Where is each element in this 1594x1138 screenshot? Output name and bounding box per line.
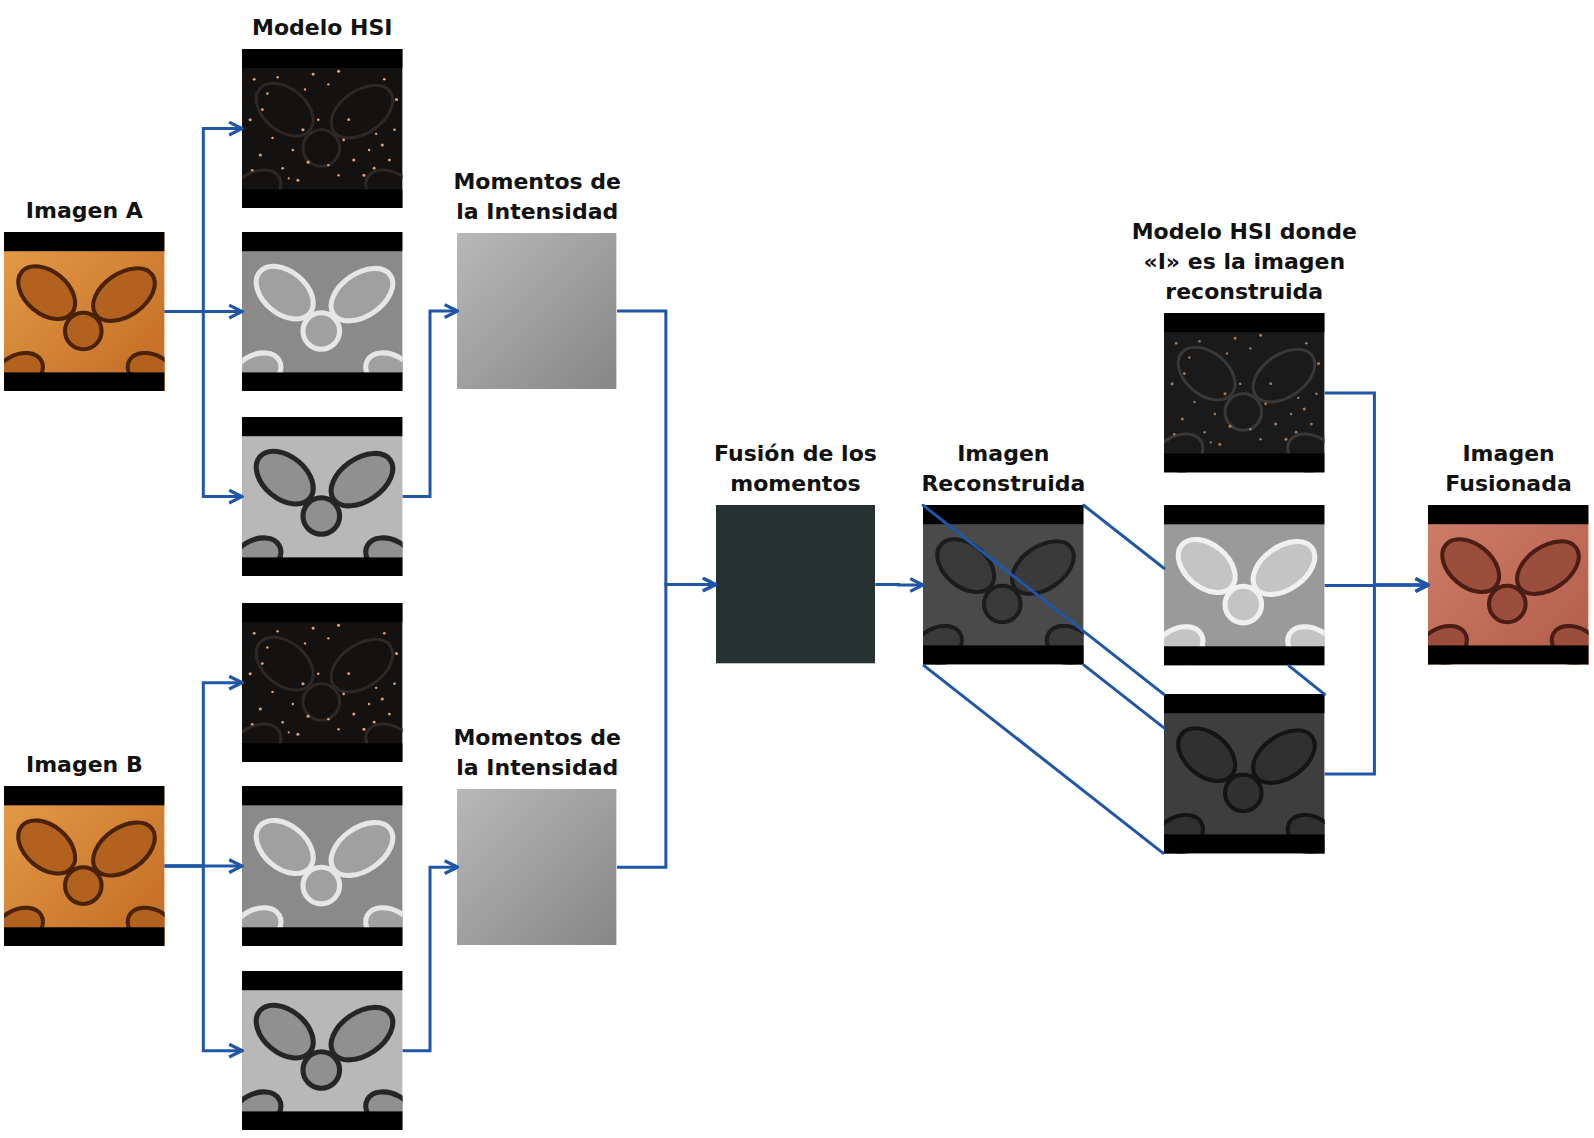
projection-line <box>1084 505 1164 568</box>
tile-image <box>242 971 403 1131</box>
tile-heading: Imagen Reconstruida <box>920 439 1087 499</box>
projection-line <box>923 505 1164 694</box>
projection-line <box>1289 666 1325 694</box>
connector <box>1325 393 1429 585</box>
tile-image <box>4 786 165 947</box>
image-tile: Imagen Reconstruida <box>923 505 1084 665</box>
tile-image <box>1164 313 1325 473</box>
image-tile <box>242 971 403 1131</box>
image-tile: Modelo HSI donde «I» es la imagen recons… <box>1164 313 1325 473</box>
image-tile: Momentos de la Intensidad <box>457 789 617 946</box>
image-tile <box>242 603 403 763</box>
tile-image <box>242 603 403 763</box>
tile-heading: Modelo HSI <box>250 13 394 43</box>
tile-picture <box>457 233 617 390</box>
image-tile: Imagen A <box>4 232 165 392</box>
tile-heading: Imagen A <box>24 196 144 226</box>
image-tile: Momentos de la Intensidad <box>457 233 617 390</box>
tile-heading: Modelo HSI donde «I» es la imagen recons… <box>1130 217 1359 307</box>
connector <box>165 683 242 866</box>
image-tile: Imagen Fusionada <box>1428 505 1589 665</box>
tile-picture <box>4 786 165 947</box>
tile-picture <box>1164 694 1325 854</box>
image-tile: Imagen B <box>4 786 165 947</box>
tile-picture <box>242 786 403 947</box>
tile-heading: Momentos de la Intensidad <box>452 723 623 783</box>
connector <box>617 311 716 584</box>
image-tile <box>242 417 403 577</box>
image-tile <box>1164 505 1325 666</box>
tile-heading: Momentos de la Intensidad <box>452 167 623 227</box>
tile-picture <box>242 49 403 209</box>
tile-picture <box>1164 313 1325 473</box>
tile-picture <box>242 232 403 392</box>
connector <box>617 585 716 868</box>
projection-line <box>1084 665 1164 728</box>
connector <box>165 129 242 312</box>
tile-image <box>457 233 617 390</box>
tile-image <box>242 49 403 209</box>
connector <box>1325 585 1429 774</box>
connector <box>165 312 242 497</box>
image-tile <box>242 786 403 947</box>
image-tile <box>1164 694 1325 854</box>
tile-image <box>242 786 403 947</box>
image-tile <box>242 232 403 392</box>
image-tile: Modelo HSI <box>242 49 403 209</box>
connector <box>403 311 458 497</box>
tile-image <box>242 417 403 577</box>
tile-picture <box>242 417 403 577</box>
connector <box>165 310 242 313</box>
image-tile: Fusión de los momentos <box>716 505 876 664</box>
connector <box>403 867 458 1050</box>
tile-picture <box>1428 505 1589 665</box>
tile-image <box>1428 505 1589 665</box>
tile-image <box>1164 505 1325 666</box>
tile-picture <box>716 505 876 664</box>
tile-image <box>1164 694 1325 854</box>
connector <box>923 665 1164 854</box>
tile-image <box>716 505 876 664</box>
tile-image <box>242 232 403 392</box>
tile-heading: Imagen B <box>24 750 144 780</box>
tile-picture <box>1164 505 1325 666</box>
connector <box>165 866 242 1051</box>
tile-picture <box>923 505 1084 665</box>
tile-image <box>4 232 165 392</box>
connector <box>1325 584 1429 588</box>
tile-picture <box>242 971 403 1131</box>
tile-heading: Imagen Fusionada <box>1444 439 1573 499</box>
connector <box>165 865 242 868</box>
tile-picture <box>4 232 165 392</box>
tile-picture <box>242 603 403 763</box>
tile-heading: Fusión de los momentos <box>712 439 878 499</box>
tile-picture <box>457 789 617 946</box>
tile-image <box>923 505 1084 665</box>
tile-image <box>457 789 617 946</box>
connector <box>875 583 923 587</box>
